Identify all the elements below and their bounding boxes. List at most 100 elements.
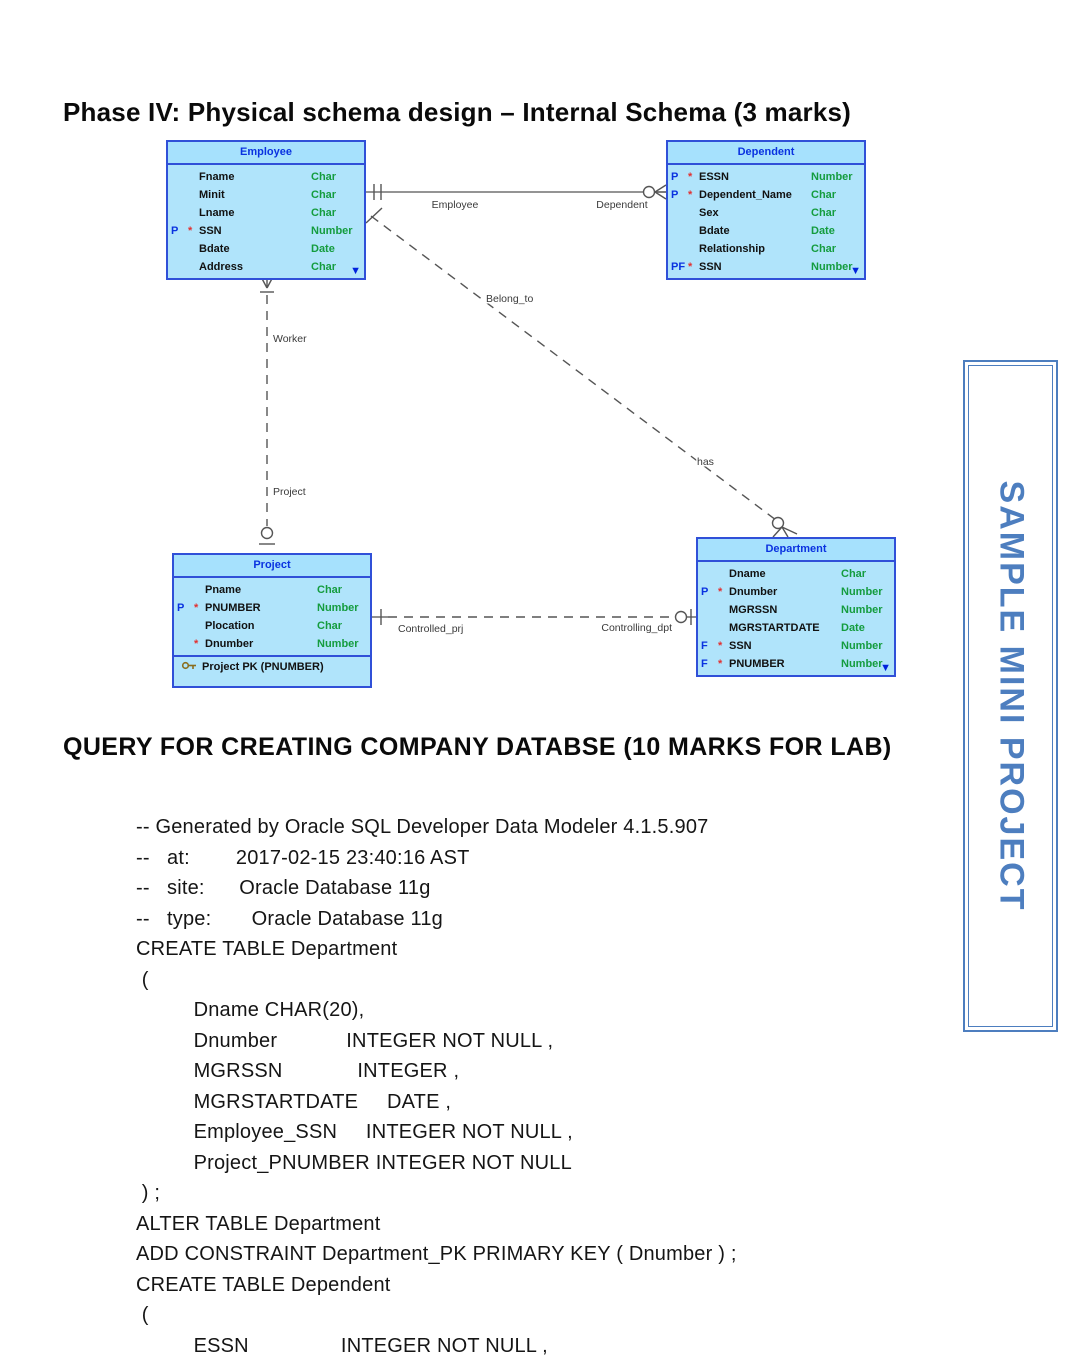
rel-label-controlling-dpt: Controlling_dpt [601,622,672,634]
phase-heading: Phase IV: Physical schema design – Inter… [63,97,852,127]
key-marker: P [177,602,185,614]
attr-name: Minit [199,189,225,201]
key-marker: P [701,586,709,598]
required-marker: * [718,640,723,652]
entity-dependent-title: Dependent [668,142,864,165]
attr-type: Number [841,604,883,616]
rel-label-project: Project [273,486,306,498]
key-marker [171,240,188,258]
key-marker [171,186,188,204]
attr-type: Date [841,622,865,634]
attr-type: Char [311,207,337,219]
sql-line: CREATE TABLE Dependent [136,1273,391,1296]
entity-employee-title: Employee [168,142,364,165]
attr-type: Number [841,586,883,598]
required-marker [688,204,699,222]
attr-name: Bdate [199,243,230,255]
attr-name: Plocation [205,620,255,632]
required-marker: * [194,602,199,614]
sql-line: -- site: Oracle Database 11g [136,877,431,899]
attr-name: PNUMBER [205,602,261,614]
required-marker [194,617,205,635]
pk-section: Project PK (PNUMBER) [174,655,370,686]
key-marker [177,617,194,635]
key-marker: P [671,189,679,201]
required-marker: * [688,189,693,201]
required-marker: * [688,261,693,273]
attr-name: MGRSTARTDATE [729,622,820,634]
entity-project-title: Project [174,555,370,578]
required-marker [188,258,199,276]
key-marker [171,258,188,276]
crows-foot-icon [772,526,783,538]
watermark-box: SAMPLE MINI PROJECT [963,360,1058,1032]
sql-line: Project_PNUMBER INTEGER NOT NULL [136,1151,572,1174]
attr-type: Number [317,638,359,650]
attr-type: Char [317,584,343,596]
key-marker [701,619,718,637]
key-marker: P [171,225,179,237]
attr-type: Number [311,225,353,237]
key-marker [171,204,188,222]
required-marker [188,240,199,258]
attr-type: Char [811,243,837,255]
attr-name: Dnumber [205,638,254,650]
attr-type: Number [811,171,853,183]
attr-type: Char [811,189,837,201]
required-marker [188,168,199,186]
key-marker [177,635,194,653]
rel-label-controlled-prj: Controlled_prj [398,623,463,635]
attr-type: Date [311,243,335,255]
required-marker [688,222,699,240]
required-marker [188,204,199,222]
attr-row: MGRSTARTDATE Date [698,619,894,637]
sql-line: ( [136,968,149,991]
required-marker [718,619,729,637]
optional-circle-icon [260,526,274,540]
key-marker: F [701,658,708,670]
attr-type: Char [311,171,337,183]
rel-label-belong-to: Belong_to [486,293,533,305]
required-marker: * [188,225,193,237]
attr-type: Char [311,261,337,273]
optional-circle-icon [642,185,656,199]
attr-name: Bdate [699,225,730,237]
sql-line: ( [136,1304,149,1326]
key-marker [171,168,188,186]
crows-foot-icon [781,526,789,538]
key-marker [701,565,718,583]
sql-line: Dname CHAR(20), [136,999,365,1021]
required-marker: * [718,658,723,670]
attr-name: ESSN [699,171,729,183]
attr-name: SSN [729,640,752,652]
attr-name: SSN [699,261,722,273]
pk-note: Project PK (PNUMBER) [202,661,324,673]
crows-foot-icon [781,526,798,535]
attr-name: Lname [199,207,235,219]
pk-key-icon [181,661,196,670]
sql-line: Dnumber INTEGER NOT NULL , [136,1029,554,1052]
attr-name: Dnumber [729,586,778,598]
optional-circle-icon [674,610,688,624]
sql-line: MGRSSN INTEGER , [136,1060,460,1082]
query-heading: QUERY FOR CREATING COMPANY DATABSE (10 M… [63,733,892,761]
sql-line: ALTER TABLE Department [136,1212,381,1235]
attr-type: Number [841,658,883,670]
sql-line: CREATE TABLE Department [136,938,398,960]
rel-label-has: has [697,456,714,468]
expand-triangle-icon: ▼ [350,265,361,277]
optional-circle-icon [771,516,785,530]
key-marker: P [671,171,679,183]
sql-line: -- at: 2017-02-15 23:40:16 AST [136,846,470,869]
